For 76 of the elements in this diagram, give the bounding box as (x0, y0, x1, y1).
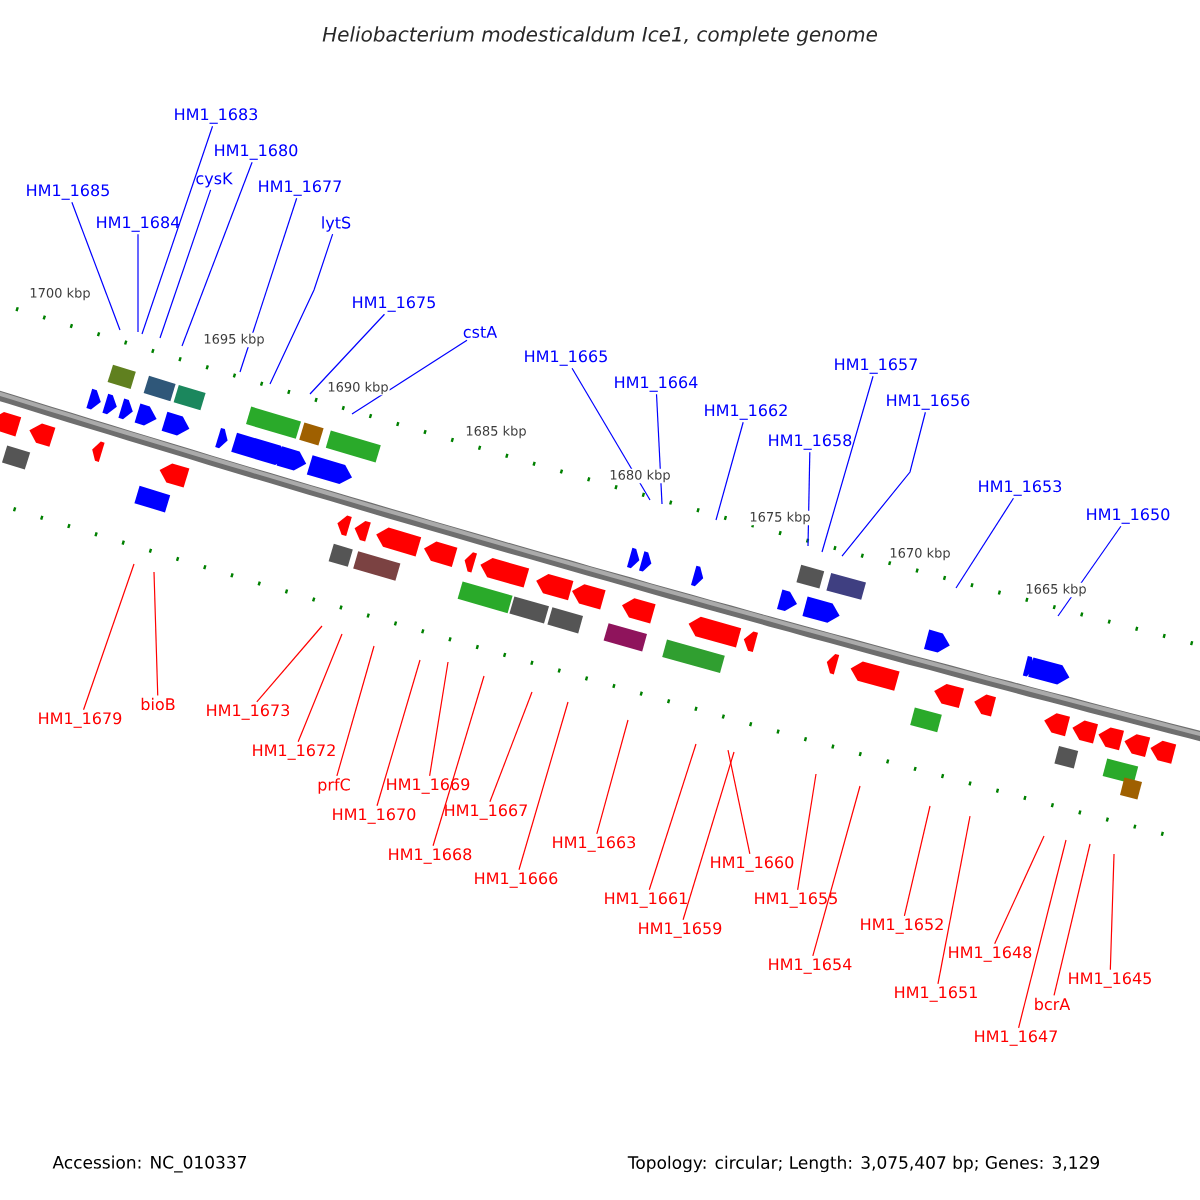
leader-line (955, 497, 1015, 589)
gene-label: HM1_1662 (705, 404, 787, 420)
leader-line (727, 749, 751, 855)
gene-label: HM1_1654 (769, 958, 852, 974)
gene-label: HM1_1661 (605, 892, 687, 908)
leader-line (309, 313, 386, 395)
gene-label: HM1_1673 (207, 704, 290, 720)
gene-label: HM1_1656 (887, 394, 970, 410)
leader-line (432, 675, 485, 847)
leader-line (82, 563, 135, 711)
gene-label: cysK (196, 172, 233, 188)
gene-label: HM1_1647 (975, 1030, 1057, 1046)
leader-line (1053, 843, 1091, 996)
gene-label: HM1_1664 (615, 376, 698, 392)
leader-line (137, 233, 139, 333)
gene-label: cstA (463, 326, 498, 338)
leader-line (256, 625, 323, 703)
leader-line (518, 701, 569, 871)
gene-label: HM1_1684 (97, 216, 180, 232)
leader-line (648, 743, 697, 891)
leader-line (429, 661, 449, 777)
leader-line (181, 161, 253, 347)
leader-line (937, 815, 971, 985)
gene-label: HM1_1665 (525, 350, 607, 366)
leader-line (141, 125, 214, 335)
gene-label: HM1_1659 (639, 922, 722, 938)
leader-line (1018, 839, 1067, 1029)
leader-line (682, 751, 735, 921)
gene-label: HM1_1653 (979, 480, 1062, 496)
leader-line (571, 367, 651, 501)
gene-label: HM1_1652 (861, 918, 943, 934)
leader-line (841, 411, 926, 557)
leader-line (71, 201, 121, 331)
leader-line (376, 659, 421, 807)
gene-label: HM1_1651 (895, 986, 977, 1002)
leader-line (269, 233, 334, 385)
leader-line (715, 421, 744, 521)
footer-text: Topology: circular; Length: 3,075,407 bp; Genes: 3,129 (627, 1155, 1099, 1173)
gene-label: HM1_1650 (1087, 508, 1170, 524)
footer-text: Accession: NC_010337 (52, 1155, 247, 1173)
leader-line (336, 645, 375, 777)
leader-line (489, 691, 533, 803)
gene-label: lytS (322, 216, 351, 232)
gene-label: HM1_1645 (1069, 972, 1151, 988)
gene-label: prfC (318, 778, 350, 794)
gene-label: HM1_1663 (553, 836, 636, 852)
leader-line (297, 633, 343, 743)
title: Heliobacterium modesticaldum Ice1, complete genome (322, 26, 877, 46)
leader-line (994, 835, 1045, 945)
gene-label: HM1_1683 (175, 108, 258, 124)
leader-line (351, 339, 468, 415)
leader-line (812, 785, 861, 957)
leader-line (153, 571, 159, 696)
gene-label: HM1_1660 (711, 856, 794, 872)
leader-line (159, 189, 212, 339)
gene-label: HM1_1685 (27, 184, 109, 200)
gene-label: HM1_1648 (949, 946, 1032, 962)
gene-label: HM1_1657 (835, 358, 917, 374)
gene-label: HM1_1677 (259, 180, 341, 196)
gene-label: HM1_1679 (39, 712, 122, 728)
gene-label: bcrA (1035, 997, 1071, 1011)
gene-label: HM1_1672 (253, 744, 335, 760)
leader-line (1109, 853, 1115, 971)
leader-line (821, 375, 874, 553)
gene-label: HM1_1667 (445, 804, 527, 820)
gene-label: bioB (141, 697, 175, 711)
gene-label: HM1_1658 (769, 434, 852, 450)
gene-label: HM1_1680 (215, 144, 298, 160)
gene-label: HM1_1670 (333, 808, 416, 824)
gene-label: HM1_1675 (353, 296, 435, 312)
leader-line (239, 197, 298, 373)
gene-label: HM1_1668 (389, 848, 472, 864)
leader-line (903, 805, 931, 917)
leader-line (797, 773, 817, 891)
gene-label: HM1_1666 (475, 872, 558, 888)
leader-line (596, 719, 629, 835)
